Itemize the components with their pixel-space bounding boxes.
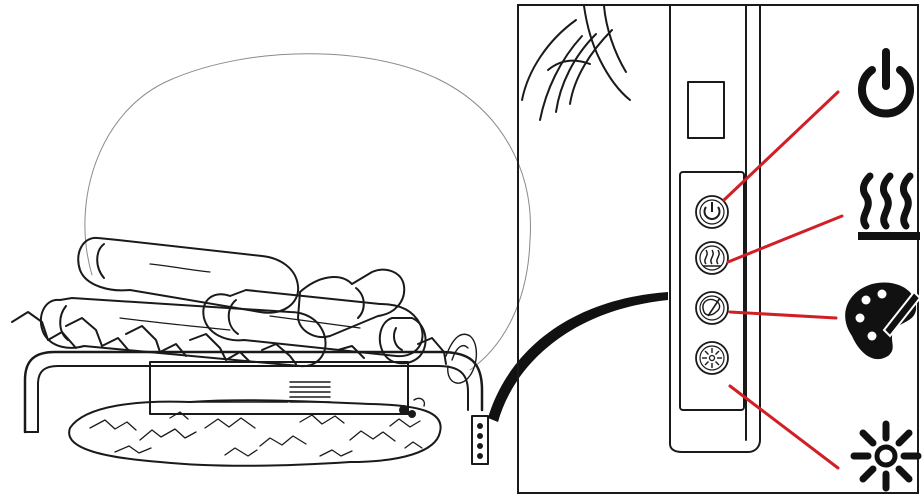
log-grate-inner [37, 365, 469, 433]
heater-unit [149, 361, 409, 415]
closeup-illustration [521, 5, 761, 453]
control-strip [471, 415, 489, 465]
power-icon [858, 48, 914, 118]
panel-brightness-button [695, 341, 729, 375]
log-grate [23, 350, 484, 434]
panel-color-button [695, 291, 729, 325]
heater-knob [399, 405, 409, 415]
heater-vent [289, 381, 331, 403]
palette-icon [845, 282, 922, 360]
callout-color [728, 310, 838, 320]
panel-heat-button [695, 241, 729, 275]
callout-brightness [728, 384, 840, 470]
callout-power [722, 90, 840, 202]
logs [39, 236, 427, 368]
ember-texture [89, 411, 423, 457]
callout-heat [726, 214, 844, 264]
heat-icon [858, 172, 920, 240]
closeup-frame [517, 4, 919, 494]
control-buttons [695, 195, 729, 375]
fireplace-illustration [11, 53, 531, 467]
display-window [687, 81, 725, 139]
callout-lines [722, 90, 844, 470]
button-bezel [679, 171, 745, 411]
heater-cord-plug [408, 410, 416, 418]
magnifier-connector [488, 292, 668, 422]
brightness-icon [850, 420, 922, 492]
power-cord [413, 333, 477, 407]
panel-power-button [695, 195, 729, 229]
flame-glow [84, 53, 531, 371]
